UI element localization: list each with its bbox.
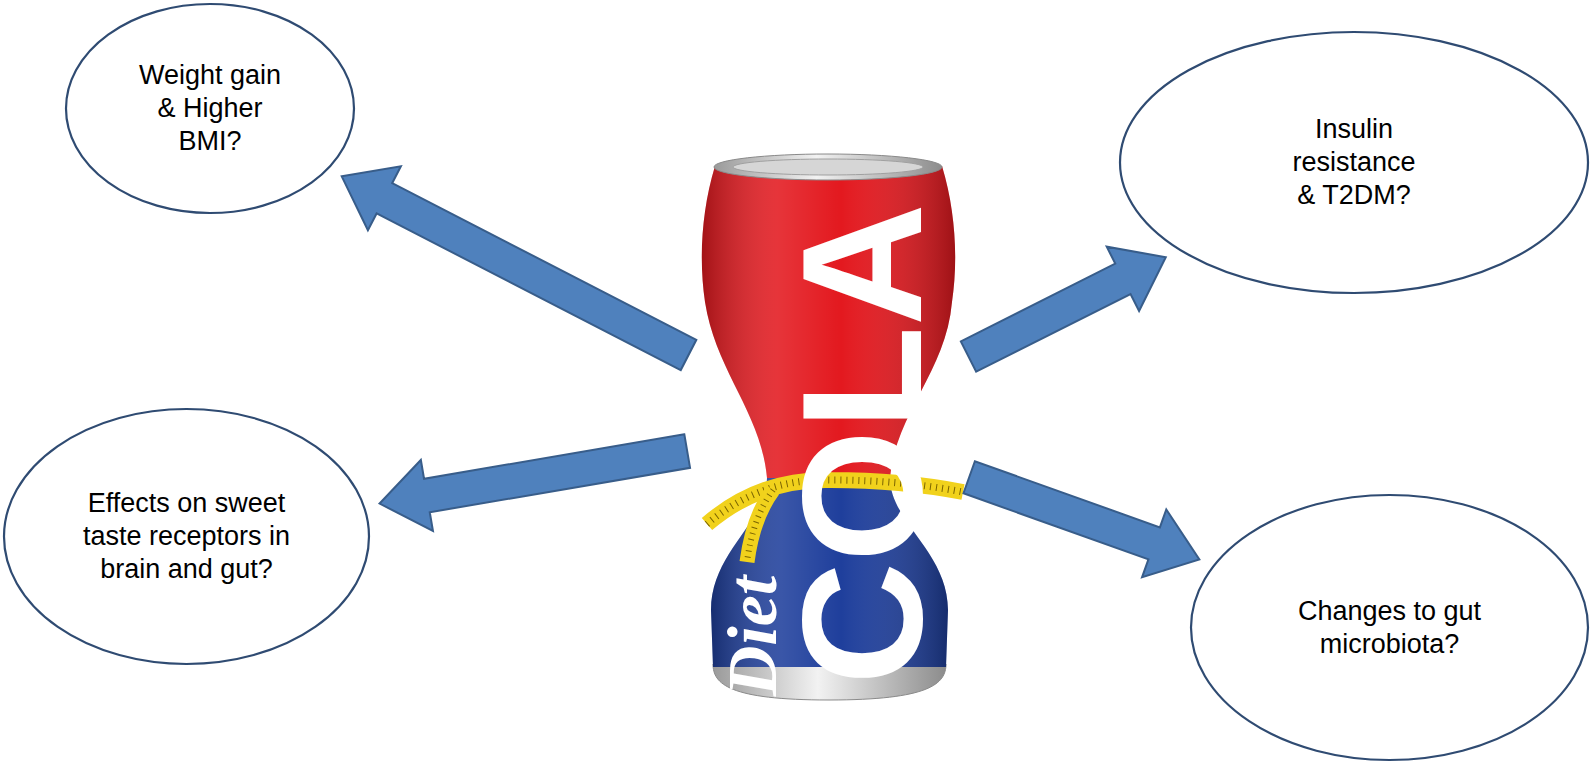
tape-measure-end — [747, 490, 773, 562]
block-arrow — [380, 434, 690, 531]
can-label: COLA — [777, 203, 947, 685]
question-ellipse: Insulin resistance & T2DM? — [1118, 30, 1590, 295]
tape-ticks — [747, 490, 773, 562]
ellipse-outline — [1189, 493, 1590, 762]
node-text: Weight gain & Higher BMI? — [135, 59, 285, 158]
question-ellipse: Weight gain & Higher BMI? — [64, 2, 356, 215]
can-top-rim — [714, 154, 942, 180]
ellipse-shape — [1120, 32, 1588, 293]
diet-cola-can: DietCOLA — [701, 152, 956, 702]
block-arrow — [963, 461, 1199, 577]
ellipse-shape — [4, 409, 369, 664]
question-ellipse: Effects on sweet taste receptors in brai… — [2, 407, 371, 666]
question-ellipse: Changes to gut microbiota? — [1189, 493, 1590, 762]
node-text: Insulin resistance & T2DM? — [1284, 113, 1424, 212]
node-text: Changes to gut microbiota? — [1285, 595, 1495, 661]
ellipse-shape — [1191, 495, 1588, 760]
node-text: Effects on sweet taste receptors in brai… — [73, 487, 301, 586]
block-arrow — [961, 247, 1166, 372]
block-arrow — [342, 166, 697, 370]
can-lid — [733, 159, 923, 175]
ellipse-shape — [66, 4, 354, 213]
